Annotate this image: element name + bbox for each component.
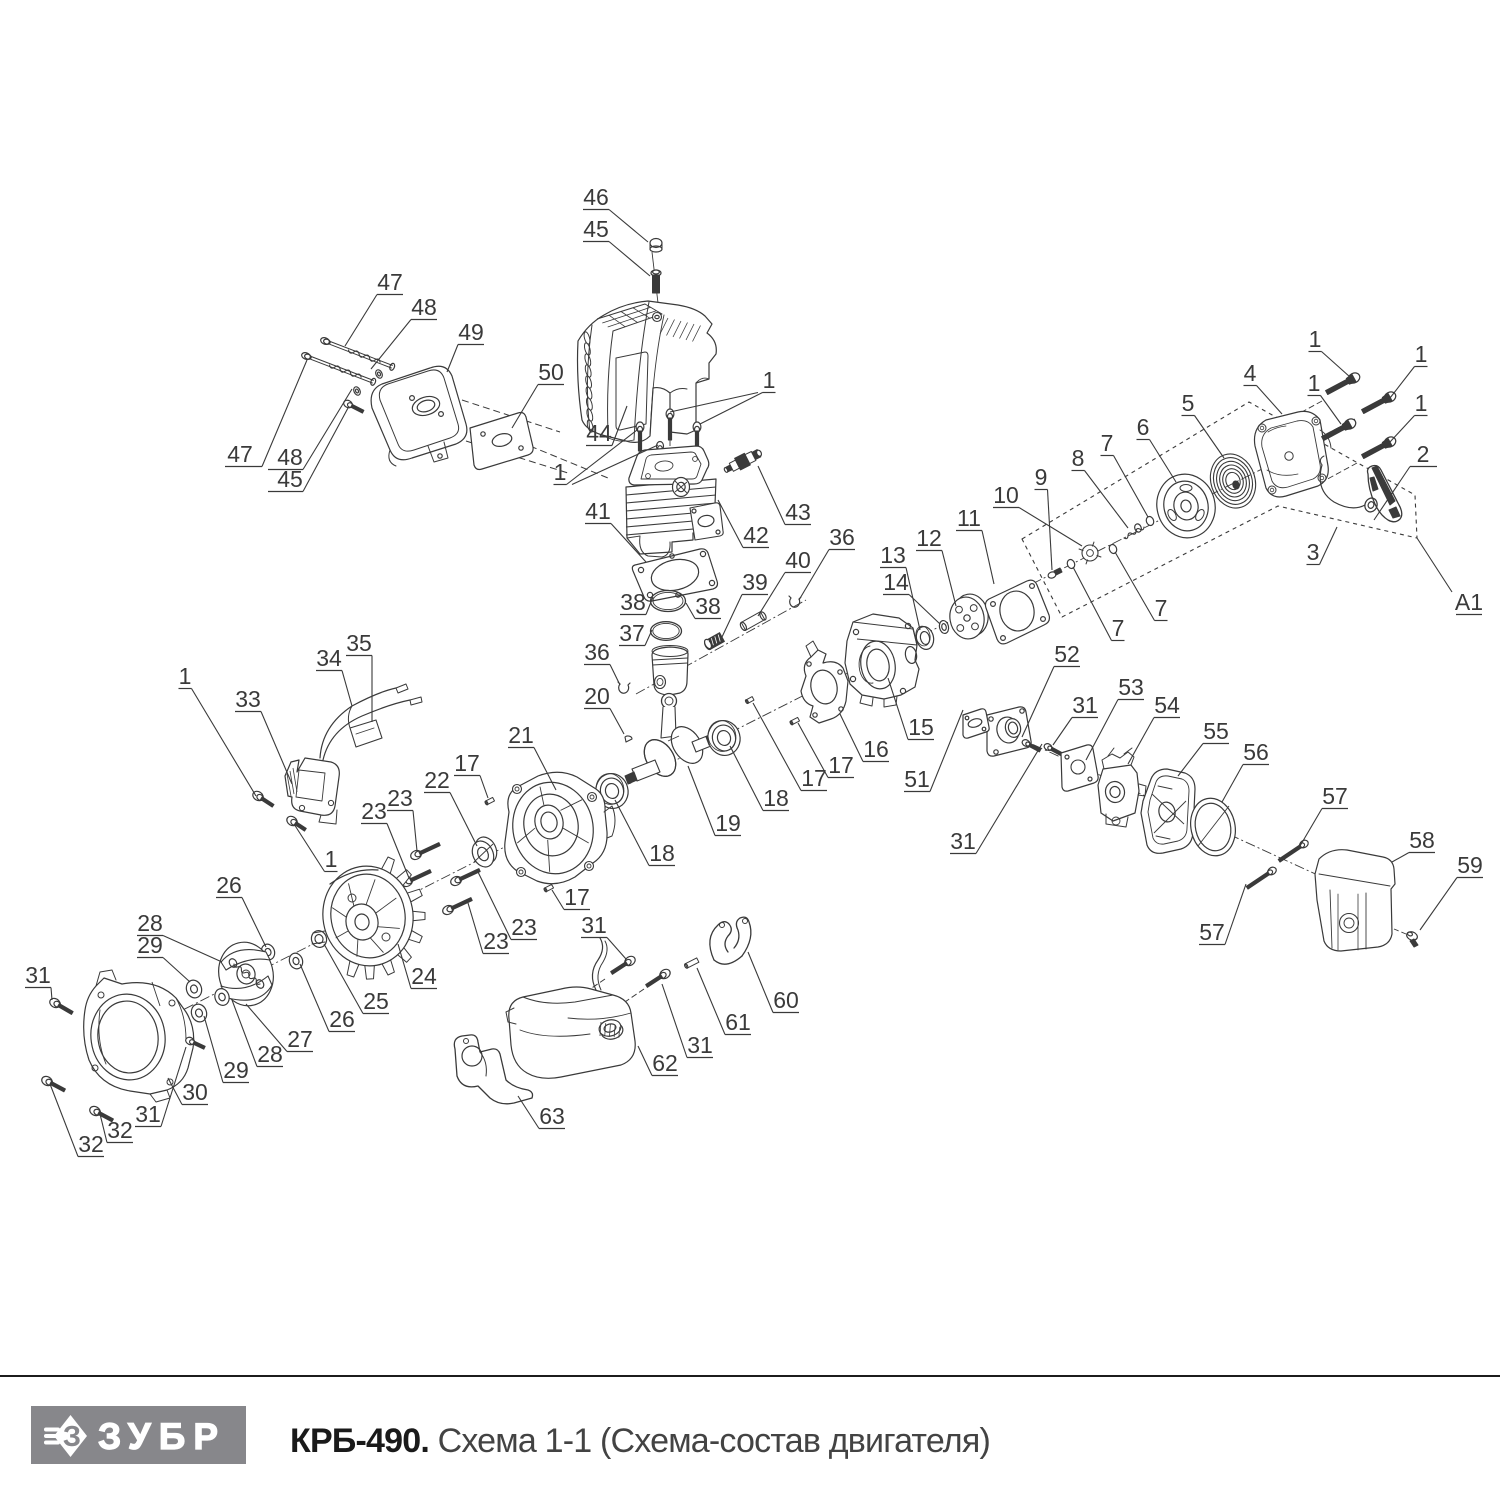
svg-text:9: 9 [1035,464,1048,490]
svg-text:60: 60 [773,987,799,1013]
svg-text:38: 38 [620,589,646,615]
svg-text:6: 6 [1137,414,1150,440]
svg-text:7: 7 [1112,615,1125,641]
svg-text:58: 58 [1409,827,1435,853]
svg-text:26: 26 [216,872,242,898]
svg-text:1: 1 [1309,326,1322,352]
svg-text:23: 23 [387,785,413,811]
svg-text:45: 45 [583,216,609,242]
svg-text:47: 47 [227,441,253,467]
svg-text:54: 54 [1154,692,1180,718]
svg-text:18: 18 [649,840,675,866]
svg-text:22: 22 [424,767,450,793]
svg-text:7: 7 [1155,595,1168,621]
svg-text:48: 48 [411,294,437,320]
svg-text:1: 1 [554,459,567,485]
svg-text:21: 21 [508,722,534,748]
svg-text:10: 10 [993,482,1019,508]
svg-text:48: 48 [277,444,303,470]
svg-text:2: 2 [1417,441,1430,467]
svg-text:З: З [63,1421,81,1453]
svg-text:51: 51 [904,766,930,792]
svg-text:39: 39 [742,569,768,595]
svg-text:34: 34 [316,645,342,671]
svg-text:32: 32 [78,1131,104,1157]
svg-text:12: 12 [916,525,942,551]
svg-text:КРБ-490. Схема 1-1 (Схема-сост: КРБ-490. Схема 1-1 (Схема-состав двигате… [290,1422,990,1460]
svg-text:61: 61 [725,1009,751,1035]
svg-text:13: 13 [880,542,906,568]
svg-text:40: 40 [785,547,811,573]
svg-text:8: 8 [1072,445,1085,471]
svg-text:38: 38 [695,593,721,619]
svg-text:42: 42 [743,522,769,548]
svg-text:57: 57 [1199,919,1225,945]
svg-text:45: 45 [277,466,303,492]
svg-text:25: 25 [363,988,389,1014]
svg-text:17: 17 [801,765,827,791]
svg-text:27: 27 [287,1026,313,1052]
svg-text:35: 35 [346,630,372,656]
svg-text:23: 23 [483,928,509,954]
svg-text:3: 3 [1307,539,1320,565]
svg-text:28: 28 [257,1041,283,1067]
svg-text:17: 17 [564,884,590,910]
svg-text:63: 63 [539,1103,565,1129]
svg-text:31: 31 [687,1032,713,1058]
svg-text:59: 59 [1457,852,1483,878]
svg-text:29: 29 [223,1057,249,1083]
svg-text:36: 36 [829,524,855,550]
svg-text:17: 17 [454,750,480,776]
svg-text:31: 31 [581,912,607,938]
svg-text:56: 56 [1243,739,1269,765]
svg-text:1: 1 [325,846,338,872]
svg-text:52: 52 [1054,641,1080,667]
svg-text:44: 44 [586,420,612,446]
svg-text:1: 1 [179,663,192,689]
svg-text:4: 4 [1244,360,1257,386]
svg-text:24: 24 [411,963,437,989]
svg-text:55: 55 [1203,718,1229,744]
svg-text:28: 28 [137,910,163,936]
svg-text:33: 33 [235,686,261,712]
svg-text:A1: A1 [1455,589,1483,615]
svg-text:47: 47 [377,269,403,295]
svg-text:53: 53 [1118,674,1144,700]
svg-text:17: 17 [828,752,854,778]
svg-text:31: 31 [25,962,51,988]
svg-text:50: 50 [538,359,564,385]
svg-text:16: 16 [863,736,889,762]
svg-text:46: 46 [583,184,609,210]
svg-text:1: 1 [1415,341,1428,367]
svg-text:37: 37 [619,620,645,646]
svg-text:41: 41 [585,498,611,524]
svg-text:49: 49 [458,319,484,345]
svg-text:31: 31 [1072,692,1098,718]
svg-text:14: 14 [883,569,909,595]
svg-text:32: 32 [107,1117,133,1143]
svg-text:23: 23 [511,914,537,940]
svg-text:15: 15 [908,714,934,740]
svg-text:29: 29 [137,932,163,958]
svg-text:31: 31 [950,828,976,854]
svg-text:11: 11 [957,505,981,531]
svg-text:62: 62 [652,1050,678,1076]
svg-text:1: 1 [1415,390,1428,416]
svg-text:20: 20 [584,683,610,709]
svg-text:31: 31 [135,1101,161,1127]
svg-text:1: 1 [1308,370,1321,396]
svg-text:23: 23 [361,798,387,824]
svg-text:5: 5 [1182,390,1195,416]
svg-text:19: 19 [715,810,741,836]
svg-text:57: 57 [1322,783,1348,809]
svg-text:ЗУБР: ЗУБР [98,1416,226,1457]
svg-text:36: 36 [584,639,610,665]
svg-text:30: 30 [182,1079,208,1105]
svg-text:1: 1 [763,367,776,393]
svg-text:43: 43 [785,499,811,525]
svg-text:7: 7 [1101,430,1114,456]
svg-text:18: 18 [763,785,789,811]
svg-text:26: 26 [329,1006,355,1032]
